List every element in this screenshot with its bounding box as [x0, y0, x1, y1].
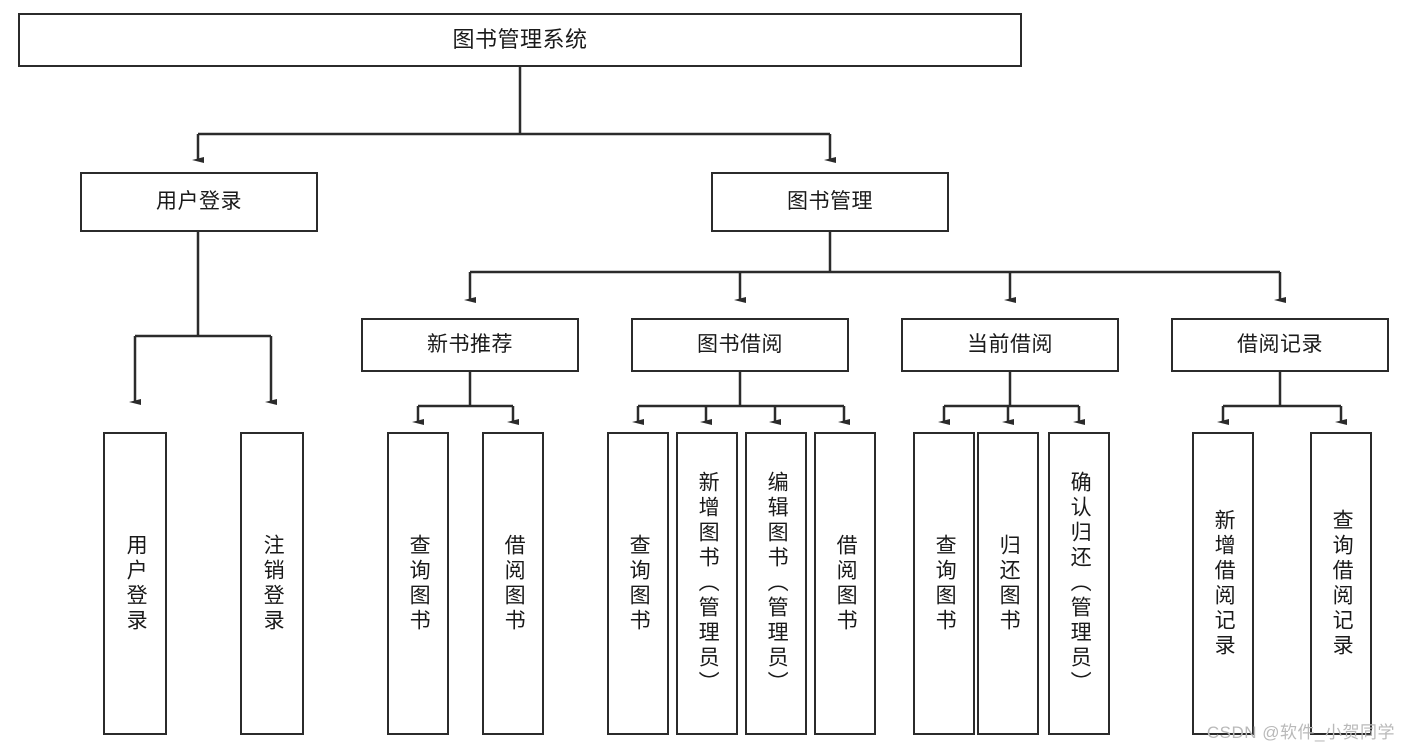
- node-label: 查询图书: [407, 533, 431, 634]
- leaf-book-borrow-edit-book[interactable]: 编辑图书（管理员）: [745, 432, 807, 735]
- node-label: 借阅记录: [1237, 332, 1323, 356]
- leaf-new-book-query-book[interactable]: 查询图书: [387, 432, 449, 735]
- node-new-book-recommend[interactable]: 新书推荐: [361, 318, 579, 372]
- node-label: 归还图书: [997, 533, 1021, 634]
- leaf-book-borrow-add-book[interactable]: 新增图书（管理员）: [676, 432, 738, 735]
- leaf-book-borrow-query-book[interactable]: 查询图书: [607, 432, 669, 735]
- node-current-borrow[interactable]: 当前借阅: [901, 318, 1119, 372]
- node-user-login[interactable]: 用户登录: [80, 172, 318, 232]
- node-label: 确认归还（管理员）: [1068, 471, 1092, 696]
- leaf-user-login-logout[interactable]: 注销登录: [240, 432, 304, 735]
- node-label: 借阅图书: [834, 533, 858, 634]
- node-label: 借阅图书: [502, 533, 526, 634]
- node-label: 注销登录: [261, 533, 285, 634]
- node-label: 查询图书: [933, 533, 957, 634]
- leaf-borrow-record-add-record[interactable]: 新增借阅记录: [1192, 432, 1254, 735]
- node-book-borrow[interactable]: 图书借阅: [631, 318, 849, 372]
- node-label: 查询图书: [627, 533, 651, 634]
- node-label: 新书推荐: [427, 332, 513, 356]
- leaf-book-borrow-borrow-book[interactable]: 借阅图书: [814, 432, 876, 735]
- node-label: 用户登录: [124, 533, 148, 634]
- node-label: 用户登录: [156, 189, 242, 213]
- node-label: 当前借阅: [967, 332, 1053, 356]
- node-root-system[interactable]: 图书管理系统: [18, 13, 1022, 67]
- leaf-user-login-login[interactable]: 用户登录: [103, 432, 167, 735]
- node-label: 查询借阅记录: [1330, 508, 1354, 659]
- node-label: 图书管理系统: [452, 27, 588, 53]
- leaf-borrow-record-query-record[interactable]: 查询借阅记录: [1310, 432, 1372, 735]
- leaf-current-borrow-confirm-return[interactable]: 确认归还（管理员）: [1048, 432, 1110, 735]
- csdn-watermark: CSDN @软件_小贺同学: [1206, 723, 1395, 742]
- node-borrow-record[interactable]: 借阅记录: [1171, 318, 1389, 372]
- node-label: 图书借阅: [697, 332, 783, 356]
- node-label: 编辑图书（管理员）: [765, 471, 789, 696]
- leaf-new-book-borrow-book[interactable]: 借阅图书: [482, 432, 544, 735]
- node-label: 新增图书（管理员）: [696, 471, 720, 696]
- node-label: 图书管理: [787, 189, 873, 213]
- node-label: 新增借阅记录: [1212, 508, 1236, 659]
- leaf-current-borrow-return-book[interactable]: 归还图书: [977, 432, 1039, 735]
- node-book-management[interactable]: 图书管理: [711, 172, 949, 232]
- leaf-current-borrow-query-book[interactable]: 查询图书: [913, 432, 975, 735]
